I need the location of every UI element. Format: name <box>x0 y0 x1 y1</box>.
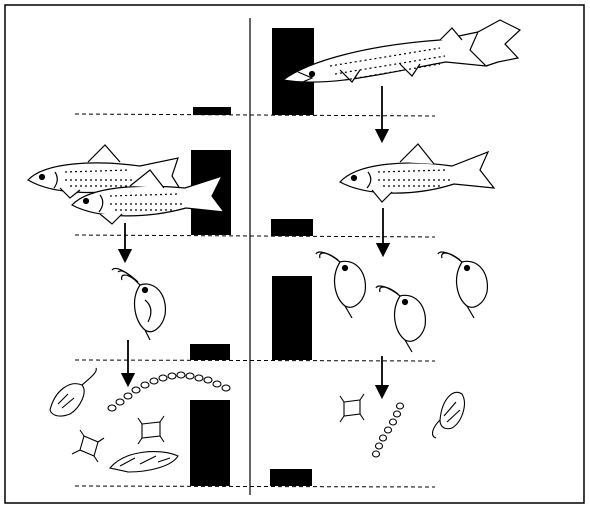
daphnia-icon-2 <box>376 286 425 352</box>
separator-piscivore <box>75 114 435 116</box>
desmid-icon-3 <box>340 394 364 422</box>
left-biomass-bars <box>190 107 231 486</box>
desmid-icon <box>138 416 164 444</box>
separator-zooplankton <box>75 360 435 361</box>
algae-cell-icon-3 <box>440 392 464 428</box>
daphnia-icon-3 <box>438 252 487 318</box>
desmid-icon-2 <box>72 430 104 462</box>
separator-planktivore <box>75 235 435 237</box>
left-bar-piscivore <box>193 107 231 115</box>
right-arrows <box>382 86 383 392</box>
right-bar-phytoplankton <box>270 469 312 486</box>
right-bar-zooplankton <box>272 276 312 360</box>
pike-icon <box>283 20 520 84</box>
right-daphnia-group <box>316 252 487 352</box>
right-algae-cluster <box>340 392 464 457</box>
right-fish-icon <box>340 144 494 202</box>
left-bar-phytoplankton <box>190 400 230 486</box>
left-bar-zooplankton <box>190 344 230 360</box>
right-bar-planktivore <box>271 219 313 236</box>
algae-cell-icon <box>50 384 84 416</box>
right-biomass-bars <box>270 28 314 486</box>
algae-chain-icon-2 <box>373 403 404 457</box>
daphnia-icon-1 <box>316 252 365 318</box>
left-daphnia-icon <box>112 269 165 341</box>
left-arrows <box>125 223 128 380</box>
separator-phytoplankton <box>75 486 435 487</box>
